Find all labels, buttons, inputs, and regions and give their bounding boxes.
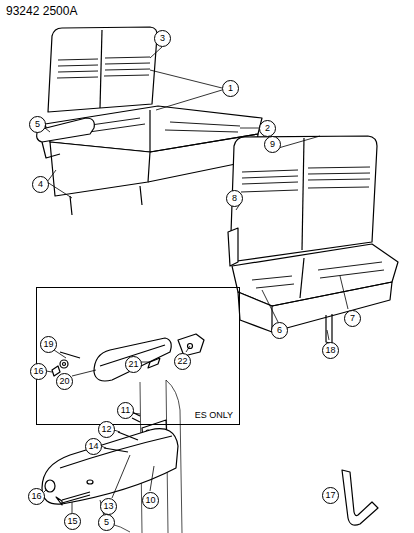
callout-number: 9	[264, 136, 281, 153]
callout-number: 2	[259, 120, 276, 137]
callout-number: 10	[142, 492, 159, 509]
callout-number: 5	[98, 514, 115, 531]
callout-number: 5	[29, 116, 46, 133]
callout-number: 20	[56, 373, 73, 390]
callout-number: 11	[117, 402, 134, 419]
callout-number: 6	[271, 322, 288, 339]
callout-number: 16	[30, 363, 47, 380]
inset-box: ES ONLY	[36, 287, 240, 425]
callout-number: 17	[322, 487, 339, 504]
callout-number: 14	[85, 438, 102, 455]
callout-number: 21	[125, 356, 142, 373]
callout-number: 12	[98, 421, 115, 438]
drawing-number: 93242 2500A	[6, 4, 77, 18]
callout-number: 19	[40, 336, 57, 353]
callout-number: 18	[322, 342, 339, 359]
callout-number: 4	[32, 176, 49, 193]
callout-number: 13	[100, 498, 117, 515]
callout-number: 16	[28, 488, 45, 505]
callout-number: 3	[154, 30, 171, 47]
callout-number: 8	[226, 190, 243, 207]
callout-number: 15	[64, 513, 81, 530]
note-text: ES ONLY	[195, 410, 233, 420]
callout-number: 1	[222, 80, 239, 97]
callout-number: 22	[174, 353, 191, 370]
callout-number: 7	[344, 310, 361, 327]
